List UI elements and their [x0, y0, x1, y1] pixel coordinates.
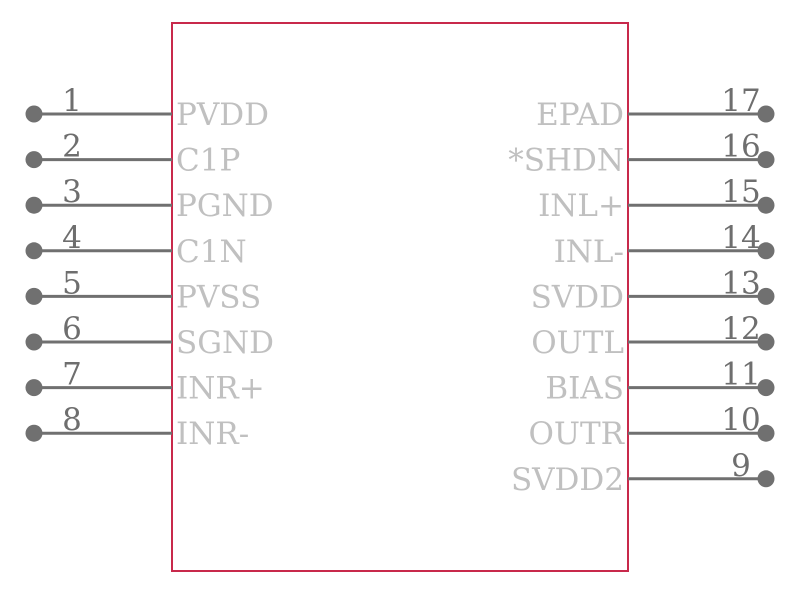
- pin-16: 16 *SHDN: [508, 129, 775, 179]
- pin-15: 15 INL+: [538, 174, 775, 224]
- pin-13-name: SVDD: [531, 279, 624, 315]
- pin-9-name: SVDD2: [511, 462, 624, 498]
- pin-1-number: 1: [62, 83, 82, 119]
- pin-10-endpoint: [757, 424, 775, 442]
- pin-1-endpoint: [25, 105, 43, 123]
- pin-3-endpoint: [25, 196, 43, 214]
- pin-9: 9 SVDD2: [511, 448, 775, 498]
- pin-14-name: INL-: [554, 234, 624, 270]
- pin-6-name: SGND: [176, 325, 274, 361]
- pin-4-endpoint: [25, 242, 43, 260]
- pin-2-name: C1P: [176, 143, 240, 179]
- pin-11: 11 BIAS: [545, 357, 775, 407]
- pin-17-name: EPAD: [536, 97, 624, 133]
- pin-12-endpoint: [757, 333, 775, 351]
- pin-5: 5 PVSS: [25, 265, 261, 315]
- pin-7-endpoint: [25, 379, 43, 397]
- pin-2-number: 2: [62, 129, 82, 165]
- pin-1: 1 PVDD: [25, 83, 269, 133]
- pin-7-name: INR+: [176, 371, 265, 407]
- pin-17-endpoint: [757, 105, 775, 123]
- pin-4-name: C1N: [176, 234, 247, 270]
- pin-9-endpoint: [757, 470, 775, 488]
- pin-8-endpoint: [25, 424, 43, 442]
- pin-16-name: *SHDN: [508, 143, 624, 179]
- right-pin-group: 17 EPAD 16 *SHDN 15 INL+ 14 INL- 13 SVDD 12 OUTL 11 B…: [508, 83, 775, 498]
- pin-5-endpoint: [25, 287, 43, 305]
- pin-12: 12 OUTL: [531, 311, 775, 361]
- pin-2-endpoint: [25, 151, 43, 169]
- pin-14-endpoint: [757, 242, 775, 260]
- left-pin-group: 1 PVDD 2 C1P 3 PGND 4 C1N 5 PVSS 6 SGND 7 INR+ 8 INR-: [25, 83, 274, 452]
- pin-6: 6 SGND: [25, 311, 274, 361]
- pin-15-number: 15: [721, 174, 760, 210]
- pin-5-name: PVSS: [176, 279, 261, 315]
- pin-13-endpoint: [757, 287, 775, 305]
- pin-8: 8 INR-: [25, 402, 249, 452]
- pin-16-endpoint: [757, 151, 775, 169]
- pin-3-number: 3: [62, 174, 82, 210]
- pin-3-name: PGND: [176, 188, 274, 224]
- pin-17-number: 17: [721, 83, 760, 119]
- pin-10: 10 OUTR: [528, 402, 775, 452]
- pin-16-number: 16: [721, 129, 760, 165]
- pin-17: 17 EPAD: [536, 83, 775, 133]
- pin-4: 4 C1N: [25, 220, 247, 270]
- pin-13: 13 SVDD: [531, 265, 775, 315]
- pin-6-number: 6: [62, 311, 82, 347]
- pin-14-number: 14: [721, 220, 760, 256]
- pin-14: 14 INL-: [554, 220, 775, 270]
- pin-8-number: 8: [62, 402, 82, 438]
- pin-1-name: PVDD: [176, 97, 269, 133]
- pin-13-number: 13: [721, 265, 760, 301]
- pin-7: 7 INR+: [25, 357, 265, 407]
- pin-7-number: 7: [62, 357, 82, 393]
- pin-9-number: 9: [731, 448, 751, 484]
- pin-11-name: BIAS: [545, 371, 624, 407]
- pin-11-endpoint: [757, 379, 775, 397]
- pin-15-endpoint: [757, 196, 775, 214]
- pin-15-name: INL+: [538, 188, 624, 224]
- pin-12-name: OUTL: [531, 325, 624, 361]
- pin-4-number: 4: [62, 220, 82, 256]
- pin-10-name: OUTR: [528, 416, 625, 452]
- pin-8-name: INR-: [176, 416, 249, 452]
- pin-6-endpoint: [25, 333, 43, 351]
- pin-3: 3 PGND: [25, 174, 274, 224]
- pin-12-number: 12: [721, 311, 760, 347]
- pin-2: 2 C1P: [25, 129, 240, 179]
- pin-11-number: 11: [721, 357, 760, 393]
- pin-5-number: 5: [62, 265, 82, 301]
- pin-10-number: 10: [721, 402, 760, 438]
